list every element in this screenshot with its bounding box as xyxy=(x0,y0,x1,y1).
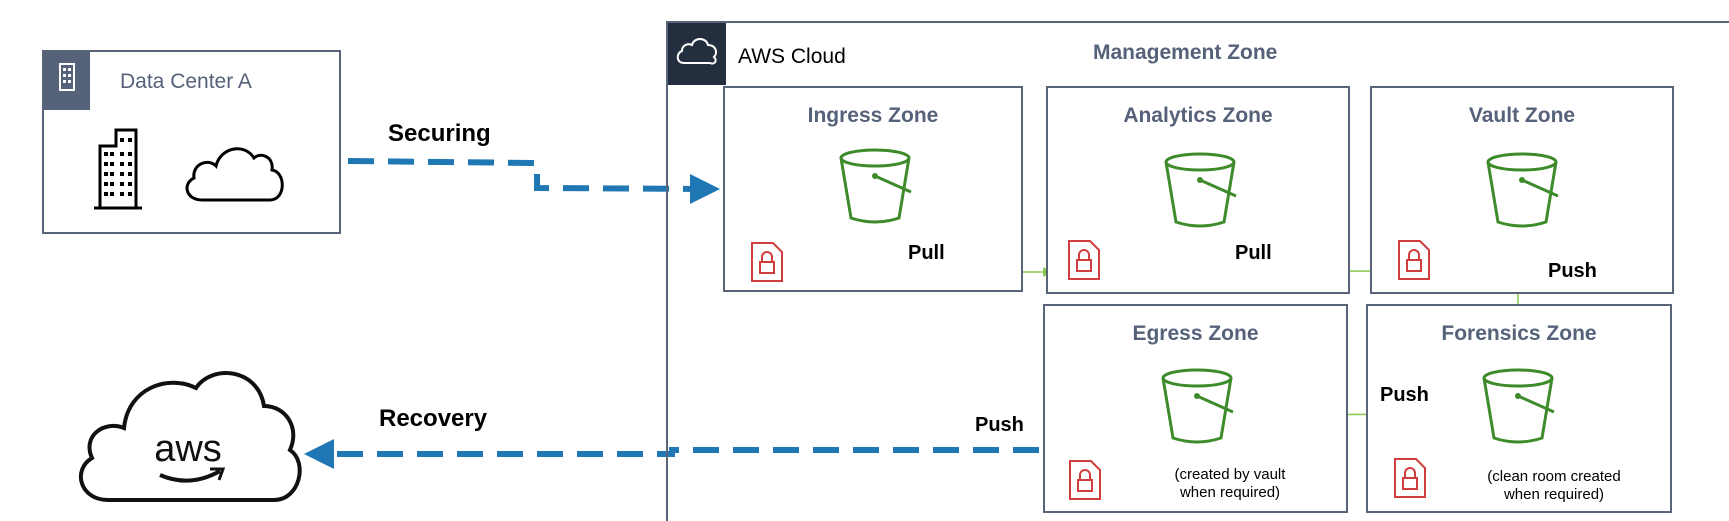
s3-bucket-icon xyxy=(1164,152,1237,228)
analytics-zone-box: Analytics Zone xyxy=(1046,86,1350,294)
egress-note-line-1: (created by vault xyxy=(1174,466,1286,483)
analytics-zone-title: Analytics Zone xyxy=(1123,104,1273,127)
pull-label-analytics: Pull xyxy=(1235,242,1272,264)
encrypted-file-icon xyxy=(1398,240,1430,280)
aws-cloud-container: AWS Cloud Management Zone xyxy=(666,21,1729,521)
ingress-zone-box: Ingress Zone xyxy=(723,86,1023,292)
egress-zone-title: Egress Zone xyxy=(1132,322,1259,345)
datacenter-header-badge xyxy=(44,52,90,110)
cloud-outline-icon xyxy=(676,38,717,65)
datacenter-box: Data Center A xyxy=(42,50,341,234)
forensics-zone-title: Forensics Zone xyxy=(1441,322,1597,345)
securing-flow-line xyxy=(347,158,720,204)
egress-zone-box: Egress Zone (created by vault when requi… xyxy=(1043,304,1348,513)
s3-bucket-icon xyxy=(839,148,912,224)
s3-bucket-icon xyxy=(1161,368,1234,444)
aws-cloud-logo-icon: aws xyxy=(78,371,302,502)
ingress-zone-title: Ingress Zone xyxy=(807,104,939,127)
pull-label-ingress: Pull xyxy=(908,242,945,264)
recovery-flow-line xyxy=(304,439,1039,469)
encrypted-file-icon xyxy=(1394,458,1426,498)
encrypted-file-icon xyxy=(1068,240,1100,280)
aws-smile-arrow-icon xyxy=(159,469,221,483)
datacenter-title: Data Center A xyxy=(120,70,252,93)
forensics-note-line-2: when required) xyxy=(1503,486,1605,503)
building-icon xyxy=(94,128,142,210)
securing-label: Securing xyxy=(388,120,491,147)
vault-zone-box: Vault Zone xyxy=(1370,86,1674,294)
egress-zone-note: (created by vault when required) xyxy=(1125,466,1335,502)
aws-cloud-header-badge xyxy=(668,23,726,85)
s3-bucket-icon xyxy=(1482,368,1555,444)
egress-note-line-2: when required) xyxy=(1179,484,1281,501)
aws-cloud-title: AWS Cloud xyxy=(738,45,846,68)
encrypted-file-icon xyxy=(751,242,783,282)
vault-zone-title: Vault Zone xyxy=(1468,104,1576,127)
recovery-label: Recovery xyxy=(379,405,488,432)
encrypted-file-icon xyxy=(1069,460,1101,500)
push-label-vault: Push xyxy=(1548,260,1597,282)
forensics-zone-note: (clean room created when required) xyxy=(1454,468,1654,504)
s3-bucket-icon xyxy=(1486,152,1559,228)
push-label-egress: Push xyxy=(975,414,1024,436)
forensics-note-line-1: (clean room created xyxy=(1487,468,1621,485)
aws-logo-text: aws xyxy=(154,428,222,470)
forensics-zone-box: Forensics Zone (clean room created when … xyxy=(1366,304,1672,513)
management-zone-title: Management Zone xyxy=(1093,41,1278,64)
cloud-outline-icon xyxy=(185,147,284,202)
building-icon xyxy=(59,63,75,91)
push-label-forensics: Push xyxy=(1380,384,1429,406)
